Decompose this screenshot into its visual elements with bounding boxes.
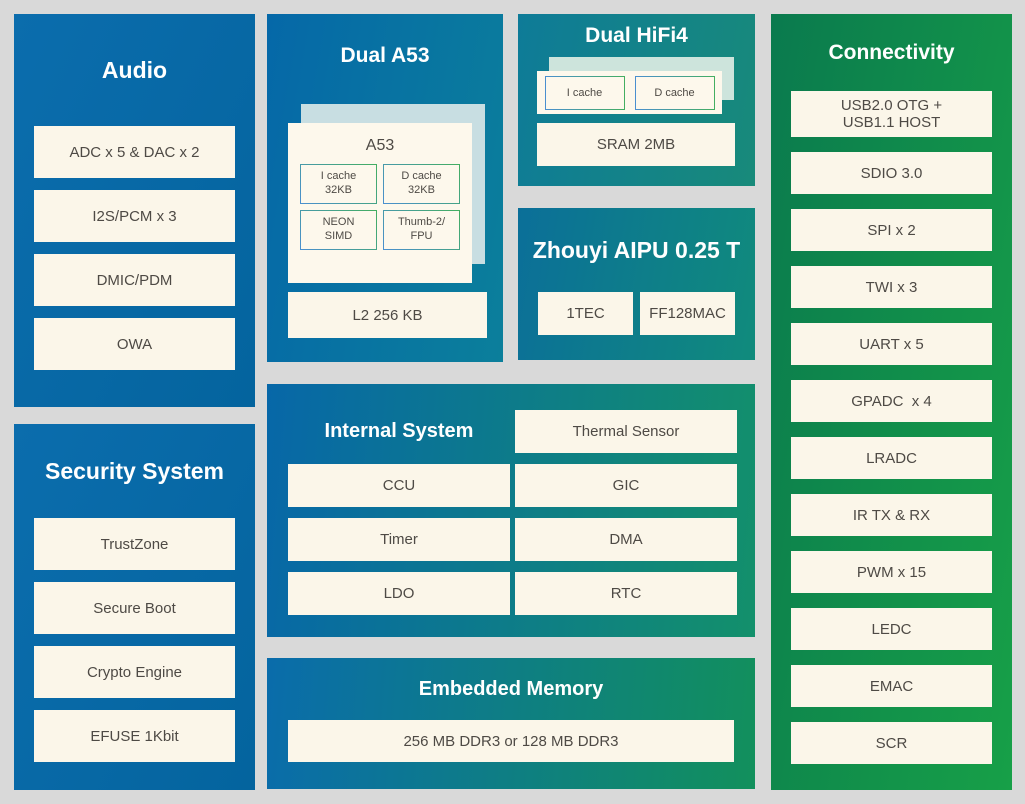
dual-hifi4-title: Dual HiFi4 [585, 24, 688, 47]
zhouyi-item-1tec: 1TEC [538, 292, 633, 335]
a53-cell-dcache-line1: D cache [401, 170, 442, 183]
hifi4-dcache: D cache [634, 75, 715, 110]
a53-core-title: A53 [365, 137, 395, 154]
hifi4-sram: SRAM 2MB [537, 123, 735, 166]
internal-item-ccu: CCU [288, 464, 510, 507]
audio-item-i2s-pcm: I2S/PCM x 3 [34, 190, 235, 242]
zhouyi-row: 1TEC FF128MAC [518, 292, 755, 335]
internal-system-title: Internal System [324, 420, 474, 442]
connectivity-item-spi: SPI x 2 [791, 209, 992, 251]
connectivity-item-sdio: SDIO 3.0 [791, 152, 992, 194]
a53-cell-neon-line1: NEON [322, 216, 355, 229]
security-title: Security System [45, 457, 224, 484]
hifi4-core-card: I cache D cache [537, 71, 722, 114]
panel-connectivity: Connectivity USB2.0 OTG + USB1.1 HOST SD… [771, 14, 1012, 790]
internal-item-gic: GIC [515, 464, 737, 507]
connectivity-item-emac: EMAC [791, 665, 992, 707]
connectivity-item-ir: IR TX & RX [791, 494, 992, 536]
a53-cell-neon: NEON SIMD [300, 210, 377, 250]
internal-item-dma: DMA [515, 518, 737, 561]
embedded-memory-title: Embedded Memory [418, 677, 604, 700]
hifi4-icache: I cache [544, 75, 625, 110]
a53-core-stack: A53 I cache 32KB D cache 32KB NEON SIMD [288, 104, 485, 283]
connectivity-item-uart: UART x 5 [791, 323, 992, 365]
security-item-efuse: EFUSE 1Kbit [34, 710, 235, 762]
internal-item-rtc: RTC [515, 572, 737, 615]
dual-a53-title: Dual A53 [340, 44, 430, 67]
audio-title: Audio [101, 56, 168, 83]
audio-item-adc-dac: ADC x 5 & DAC x 2 [34, 126, 235, 178]
security-item-trustzone: TrustZone [34, 518, 235, 570]
connectivity-item-lradc: LRADC [791, 437, 992, 479]
connectivity-item-ledc: LEDC [791, 608, 992, 650]
hifi4-core-stack: I cache D cache [537, 57, 735, 114]
a53-cell-icache-line2: 32KB [325, 184, 352, 196]
connectivity-item-twi: TWI x 3 [791, 266, 992, 308]
zhouyi-title: Zhouyi AIPU 0.25 T [532, 236, 741, 263]
connectivity-item-usb: USB2.0 OTG + USB1.1 HOST [791, 91, 992, 137]
a53-cell-thumb-fpu: Thumb-2/ FPU [383, 210, 460, 250]
internal-item-ldo: LDO [288, 572, 510, 615]
a53-core-grid: I cache 32KB D cache 32KB NEON SIMD Thum… [300, 164, 460, 250]
a53-core-card: A53 I cache 32KB D cache 32KB NEON SIMD [288, 123, 472, 283]
usb-line2: USB1.1 HOST [842, 114, 941, 131]
a53-cell-dcache-line2: 32KB [408, 184, 435, 196]
panel-dual-a53: Dual A53 A53 I cache 32KB D cache 32KB N… [267, 14, 503, 362]
a53-l2-cache: L2 256 KB [288, 292, 487, 338]
panel-security-system: Security System TrustZone Secure Boot Cr… [14, 424, 255, 790]
zhouyi-item-ff128mac: FF128MAC [640, 292, 735, 335]
internal-item-thermal-sensor: Thermal Sensor [515, 410, 737, 453]
audio-item-dmic-pdm: DMIC/PDM [34, 254, 235, 306]
panel-audio: Audio ADC x 5 & DAC x 2 I2S/PCM x 3 DMIC… [14, 14, 255, 407]
a53-cell-dcache: D cache 32KB [383, 164, 460, 204]
connectivity-item-gpadc: GPADC x 4 [791, 380, 992, 422]
security-item-secure-boot: Secure Boot [34, 582, 235, 634]
connectivity-item-pwm: PWM x 15 [791, 551, 992, 593]
connectivity-title: Connectivity [828, 40, 955, 64]
a53-cell-icache: I cache 32KB [300, 164, 377, 204]
a53-cell-neon-line2: SIMD [324, 230, 353, 242]
panel-internal-system: Internal System Thermal Sensor CCU GIC T… [267, 384, 755, 637]
a53-cell-thumb-line1: Thumb-2/ [397, 216, 446, 229]
usb-line1: USB2.0 OTG + [840, 96, 943, 114]
a53-cell-icache-line1: I cache [320, 170, 357, 183]
panel-dual-hifi4: Dual HiFi4 I cache D cache SRAM 2MB [518, 14, 755, 186]
connectivity-item-scr: SCR [791, 722, 992, 764]
security-item-crypto-engine: Crypto Engine [34, 646, 235, 698]
panel-embedded-memory: Embedded Memory 256 MB DDR3 or 128 MB DD… [267, 658, 755, 789]
panel-zhouyi-aipu: Zhouyi AIPU 0.25 T 1TEC FF128MAC [518, 208, 755, 360]
internal-item-timer: Timer [288, 518, 510, 561]
a53-cell-thumb-line2: FPU [410, 230, 433, 242]
memory-item-ddr3: 256 MB DDR3 or 128 MB DDR3 [288, 720, 734, 762]
audio-item-owa: OWA [34, 318, 235, 370]
